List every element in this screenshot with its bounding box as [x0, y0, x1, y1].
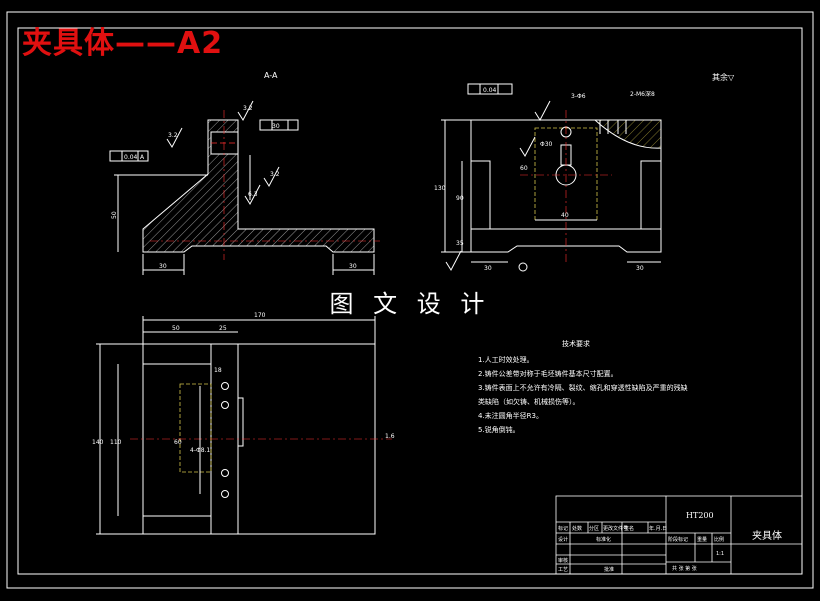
- top-view: [96, 316, 392, 535]
- tech-req-line: 1.人工时效处理。: [478, 356, 534, 364]
- svg-text:140: 140: [92, 439, 104, 446]
- svg-text:30: 30: [349, 263, 357, 270]
- svg-text:批准: 批准: [604, 566, 614, 573]
- svg-text:0.04: 0.04: [483, 87, 497, 94]
- tech-req-line: 2.铸件公差带对称于毛坯铸件基本尺寸配置。: [478, 370, 618, 378]
- svg-text:3-Φ6: 3-Φ6: [571, 93, 586, 100]
- svg-text:35: 35: [456, 240, 464, 247]
- svg-text:60: 60: [174, 439, 182, 446]
- svg-text:30: 30: [272, 123, 280, 130]
- svg-text:更改文件号: 更改文件号: [603, 525, 628, 532]
- section-label: A-A: [264, 71, 278, 80]
- svg-text:50: 50: [172, 325, 180, 332]
- svg-text:25: 25: [219, 325, 227, 332]
- svg-text:110: 110: [110, 439, 122, 446]
- front-section-view: [109, 100, 380, 275]
- svg-text:30: 30: [159, 263, 167, 270]
- svg-text:A: A: [140, 154, 145, 161]
- inner-border: [17, 27, 803, 575]
- tech-req-line: 5.锐角倒钝。: [478, 426, 520, 434]
- svg-text:1.6: 1.6: [385, 433, 395, 440]
- svg-text:3.2: 3.2: [168, 132, 178, 139]
- svg-text:90: 90: [456, 195, 464, 202]
- drawing-title: 夹具体——A2: [22, 26, 224, 61]
- svg-text:0.04: 0.04: [124, 154, 138, 161]
- svg-text:阶段标记: 阶段标记: [668, 536, 688, 543]
- svg-text:Φ30: Φ30: [540, 141, 553, 148]
- front-view-labels: A-A 3.2 0.04 A 3.2 3.2 6.3 30 30 30 50: [111, 71, 357, 270]
- svg-text:处数: 处数: [572, 525, 582, 532]
- svg-text:工艺: 工艺: [558, 567, 568, 573]
- front-body-hatch: [142, 119, 375, 253]
- svg-text:标准化: 标准化: [596, 536, 611, 543]
- svg-text:重量: 重量: [697, 536, 707, 543]
- svg-text:50: 50: [111, 211, 118, 219]
- top-view-labels: 170 50 25 140 110 18 60 4-Φ8.1 1.6: [92, 312, 395, 454]
- svg-text:60: 60: [520, 165, 528, 172]
- tech-req-line: 3.铸件表面上不允许有冷隔、裂纹、缩孔和穿透性缺陷及严重的残缺: [478, 384, 688, 392]
- tech-req-line: 类缺陷（如欠铸、机械损伤等）。: [478, 398, 580, 406]
- material-label: HT200: [686, 511, 714, 520]
- svg-text:170: 170: [254, 312, 266, 319]
- svg-text:设计: 设计: [558, 536, 568, 543]
- svg-text:分区: 分区: [589, 525, 599, 532]
- svg-text:30: 30: [484, 265, 492, 272]
- tech-req-heading: 技术要求: [562, 340, 590, 348]
- svg-text:审核: 审核: [558, 557, 568, 564]
- part-name-label: 夹具体: [752, 529, 782, 542]
- svg-text:比例: 比例: [714, 536, 724, 543]
- svg-text:3.2: 3.2: [243, 105, 253, 112]
- svg-text:签名: 签名: [624, 525, 634, 532]
- svg-text:6.3: 6.3: [248, 191, 258, 198]
- title-block: [555, 495, 803, 575]
- svg-text:年.月.日: 年.月.日: [649, 525, 667, 532]
- svg-text:3.2: 3.2: [270, 171, 280, 178]
- svg-text:1:1: 1:1: [716, 551, 724, 557]
- svg-text:18: 18: [214, 367, 222, 374]
- svg-text:130: 130: [434, 185, 446, 192]
- svg-text:2-M6深8: 2-M6深8: [630, 90, 655, 98]
- svg-text:标记: 标记: [558, 525, 568, 532]
- svg-text:4-Φ8.1: 4-Φ8.1: [190, 447, 210, 454]
- outer-border: [6, 11, 814, 589]
- roughness-other-label: 其余▽: [712, 72, 735, 82]
- watermark-text: 图 文 设 计: [329, 290, 491, 318]
- side-view-labels: 0.04 3-Φ6 2-M6深8 Φ30 40 30 30 60 35 130 …: [434, 72, 735, 272]
- side-view: [441, 83, 662, 272]
- tech-req-line: 4.未注圆角半径R3。: [478, 412, 543, 420]
- svg-text:共 张 第 张: 共 张 第 张: [672, 565, 697, 572]
- svg-text:40: 40: [561, 212, 569, 219]
- title-block-labels: 标记 处数 分区 更改文件号 签名 年.月.日 设计 标准化 阶段标记 重量 比…: [558, 511, 782, 573]
- svg-text:30: 30: [636, 265, 644, 272]
